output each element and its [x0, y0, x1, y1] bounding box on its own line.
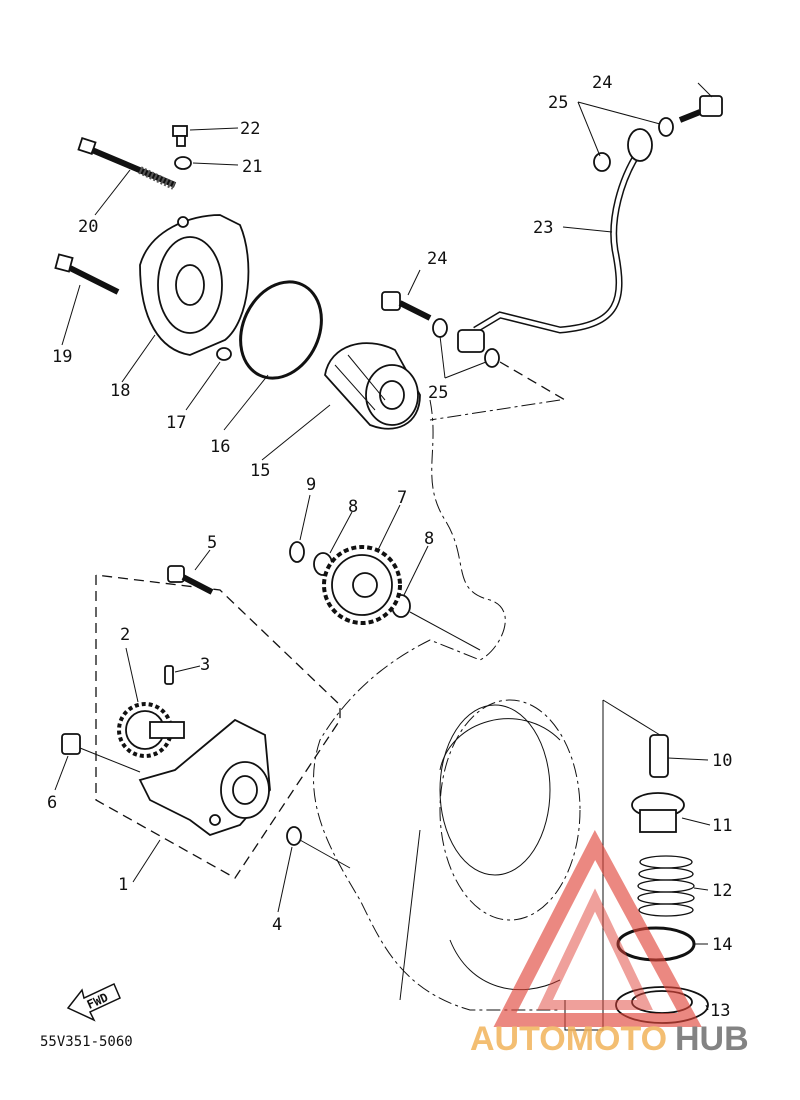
label-19: 19: [52, 347, 72, 367]
collar-guide-line: [79, 747, 141, 773]
label-21: 21: [242, 157, 262, 177]
label-25-upper: 25: [548, 93, 568, 113]
drawing-code: 55V351-5060: [40, 1034, 133, 1050]
label-16: 16: [210, 437, 230, 457]
spring-12-icon: [637, 855, 695, 917]
union-bolt-24-upper-icon: [678, 95, 723, 123]
leader-lines: [54, 82, 713, 1011]
washer-25-upper-a-icon: [658, 117, 674, 137]
watermark-brand-part2: HUB: [675, 1020, 749, 1058]
label-6: 6: [47, 793, 57, 813]
watermark-triangle-icon: [493, 830, 702, 1027]
label-3: 3: [200, 655, 210, 675]
label-8-b: 8: [424, 529, 434, 549]
label-24-lower: 24: [427, 249, 447, 269]
washer-25-lower-a-icon: [432, 318, 448, 338]
label-5: 5: [207, 533, 217, 553]
bracket-guide-line: [602, 699, 661, 736]
label-14: 14: [712, 935, 732, 955]
bleed-bolt-22-icon: [172, 125, 188, 147]
bolt-20-icon: [77, 136, 177, 190]
union-bolt-24-lower-icon: [381, 291, 432, 321]
o-ring-17-icon: [216, 347, 232, 361]
part-labels: 1 2 3 4 5 6 7 8 8 9 10 11 12 13 14 15 16…: [47, 73, 732, 1021]
circlip-9-icon: [289, 541, 305, 563]
screw-5-icon: [167, 565, 214, 595]
pipe-10-icon: [649, 734, 669, 778]
automotohub-watermark: AUTOMOTO HUB: [470, 830, 749, 1058]
label-22: 22: [240, 119, 260, 139]
oil-pipe-23-icon: [457, 128, 653, 353]
o-ring-16-icon: [239, 280, 323, 380]
oil-pump-assembly-box: [95, 574, 341, 879]
washer-25-upper-b-icon: [593, 152, 611, 172]
label-9: 9: [306, 475, 316, 495]
o-ring-4-icon: [286, 826, 302, 846]
o-ring-guide-line: [299, 839, 351, 869]
washer-25-lower-b-icon: [484, 348, 500, 368]
label-2: 2: [120, 625, 130, 645]
label-1: 1: [118, 875, 128, 895]
filter-cover-18-icon: [139, 214, 250, 356]
plug-11-icon: [631, 792, 685, 833]
pump-gear-2-icon: [117, 702, 185, 758]
label-20: 20: [78, 217, 98, 237]
fwd-arrow-icon: FWD: [66, 982, 121, 1022]
collar-6-icon: [61, 733, 81, 755]
label-13: 13: [710, 1001, 730, 1021]
label-24-upper: 24: [592, 73, 612, 93]
gear-shaft-line: [409, 611, 481, 651]
oil-pump-1-icon: [138, 718, 271, 837]
crankcase-outline: [313, 399, 581, 1011]
pipe-alignment-line: [499, 361, 566, 401]
label-11: 11: [712, 816, 732, 836]
label-17: 17: [166, 413, 186, 433]
label-10: 10: [712, 751, 732, 771]
gear-7-icon: [322, 545, 402, 625]
label-4: 4: [272, 915, 282, 935]
label-8-a: 8: [348, 497, 358, 517]
washer-21-icon: [174, 156, 192, 170]
label-15: 15: [250, 461, 270, 481]
label-18: 18: [110, 381, 130, 401]
oil-filter-15-icon: [324, 342, 421, 430]
label-25-lower: 25: [428, 383, 448, 403]
label-12: 12: [712, 881, 732, 901]
bolt-19-icon: [54, 253, 120, 295]
label-23: 23: [533, 218, 553, 238]
dowel-pin-3-icon: [164, 665, 174, 685]
label-7: 7: [397, 488, 407, 508]
watermark-brand-part1: AUTOMOTO: [470, 1020, 667, 1058]
